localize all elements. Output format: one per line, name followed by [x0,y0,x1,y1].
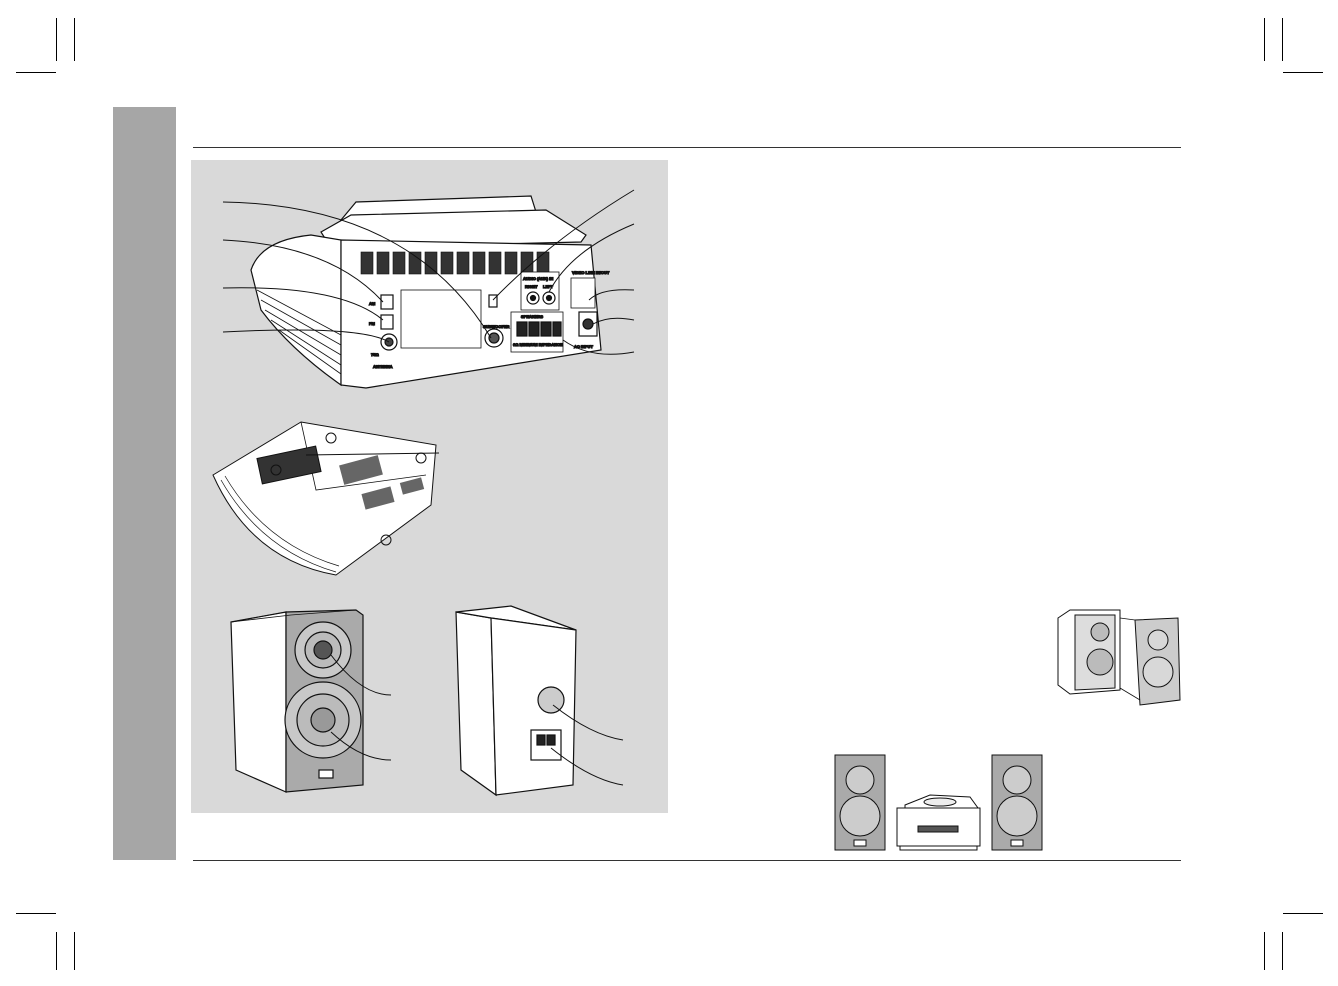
speaker-grille-illustration [1057,609,1181,706]
crop-mark [1282,932,1283,970]
crop-mark [16,913,56,914]
main-unit-bottom-view [212,421,440,576]
figure-panel: AM FM 75Ω ANTENNA SUBWOOFER AUDIO (AUX) … [191,160,668,813]
system-setup-illustration [834,754,1043,851]
antenna-label: ANTENNA [373,364,393,369]
section-tab [113,107,176,860]
impedance-label: 6Ω MINIMUM IMPEDANCE [513,342,563,347]
right-label: RIGHT [525,284,538,289]
main-unit-rear-view: AM FM 75Ω ANTENNA SUBWOOFER AUDIO (AUX) … [222,189,635,389]
crop-mark [74,18,75,61]
crop-mark [74,932,75,970]
footer-rule [193,860,1181,861]
audio-line-in-label: AUDIO (AUX) IN [523,276,553,281]
crop-mark [1283,72,1323,73]
am-label: AM [369,301,376,306]
fm-label: FM [369,321,375,326]
crop-mark [1264,18,1265,61]
crop-mark [1282,18,1283,61]
speaker-rear-view [455,605,624,797]
figure-illustrations: AM FM 75Ω ANTENNA SUBWOOFER AUDIO (AUX) … [212,189,635,797]
ac-input-label: AC INPUT [574,344,593,349]
subwoofer-label: SUBWOOFER [483,324,510,329]
crop-mark [16,72,56,73]
crop-mark [1264,932,1265,970]
crop-mark [56,18,57,61]
crop-mark [56,932,57,970]
header-rule [193,147,1181,148]
left-label: LEFT [543,284,554,289]
video-line-label: VIDEO LINE IN/OUT [572,270,610,275]
crop-mark [1283,913,1323,914]
speakers-label: SPEAKERS [521,314,543,319]
fm-antenna-label: 75Ω [371,352,379,357]
speaker-front-view [230,609,392,793]
